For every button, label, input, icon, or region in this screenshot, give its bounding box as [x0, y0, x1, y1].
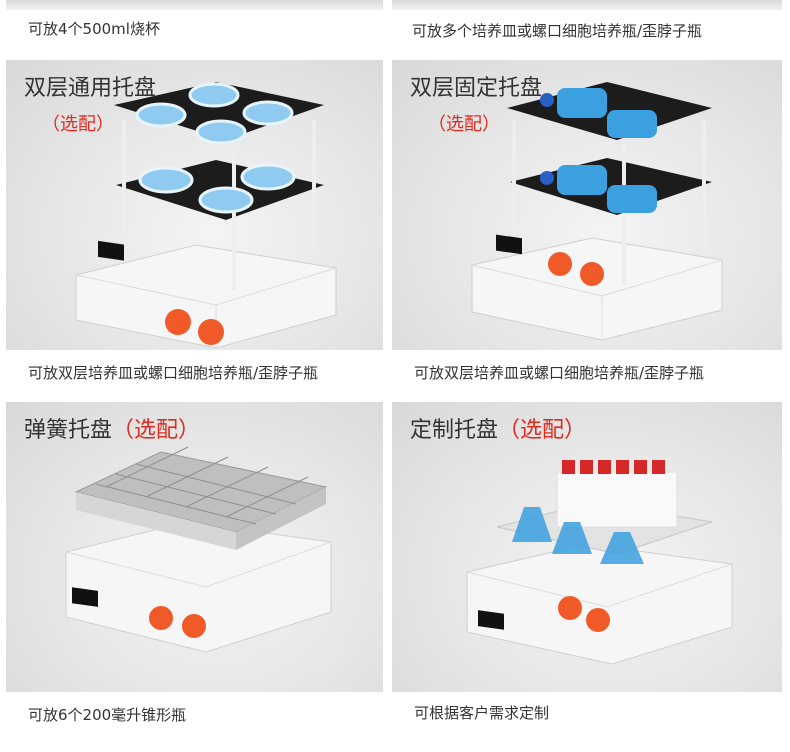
panel-title: 定制托盘（选配）: [410, 412, 586, 444]
panel-title: 弹簧托盘（选配）: [24, 412, 200, 444]
panel-double-universal-tray: 双层通用托盘 （选配）: [6, 60, 383, 350]
panel-title-text: 弹簧托盘: [24, 418, 113, 443]
panel-spring-tray: 弹簧托盘（选配）: [6, 402, 383, 692]
caption-top-right: 可放多个培养皿或螺口细胞培养瓶/歪脖子瓶: [412, 22, 703, 40]
panel-title: 双层通用托盘: [24, 76, 157, 101]
shaker-double-fixed-tray-image: [471, 82, 723, 341]
shaker-spring-tray-image: [65, 446, 332, 653]
top-image-strip-right: [392, 0, 782, 10]
panel-title: 双层固定托盘: [410, 76, 543, 101]
caption-double-fixed-tray: 可放双层培养皿或螺口细胞培养瓶/歪脖子瓶: [414, 364, 705, 382]
caption-top-left: 可放4个500ml烧杯: [28, 20, 160, 38]
panel-title-text: 定制托盘: [410, 418, 499, 443]
optional-label: （选配）: [498, 418, 587, 443]
optional-label: （选配）: [428, 114, 500, 135]
shaker-double-universal-tray-image: [75, 82, 337, 349]
shaker-custom-tray-image: [466, 460, 733, 665]
optional-label: （选配）: [42, 114, 114, 135]
panel-double-fixed-tray: 双层固定托盘 （选配）: [392, 60, 782, 350]
caption-custom-tray: 可根据客户需求定制: [414, 704, 550, 722]
caption-double-universal-tray: 可放双层培养皿或螺口细胞培养瓶/歪脖子瓶: [28, 364, 319, 382]
caption-spring-tray: 可放6个200毫升锥形瓶: [28, 706, 187, 724]
top-image-strip-left: [6, 0, 383, 10]
panel-custom-tray: 定制托盘（选配）: [392, 402, 782, 692]
optional-label: （选配）: [112, 418, 201, 443]
